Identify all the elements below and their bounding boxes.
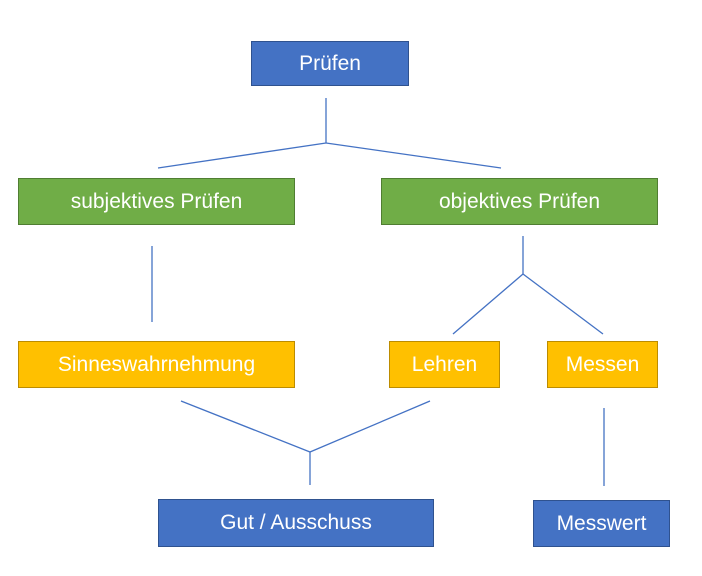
connector-objective-to-gauging <box>452 273 524 335</box>
node-messen: Messen <box>547 341 658 388</box>
node-objektives-pruefen: objektives Prüfen <box>381 178 658 225</box>
connector-root-to-subjective <box>157 142 327 169</box>
connector-root-to-objective <box>325 142 502 169</box>
node-subjektives-pruefen: subjektives Prüfen <box>18 178 295 225</box>
node-messwert: Messwert <box>533 500 670 547</box>
connector-sensory-to-result <box>180 400 311 453</box>
node-pruefen: Prüfen <box>251 41 409 86</box>
node-gut-ausschuss: Gut / Ausschuss <box>158 499 434 547</box>
node-lehren: Lehren <box>389 341 500 388</box>
node-sinneswahrnehmung: Sinneswahrnehmung <box>18 341 295 388</box>
connector-objective-to-measuring <box>522 273 604 335</box>
connector-gauging-to-result <box>309 400 431 453</box>
